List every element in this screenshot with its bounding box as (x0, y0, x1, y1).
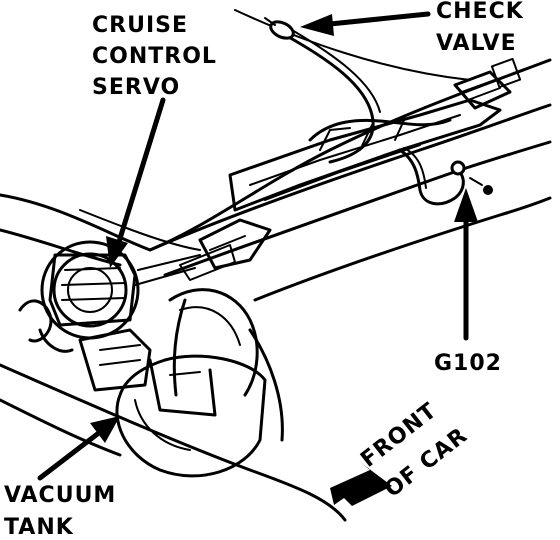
servo-label-line3: SERVO (92, 75, 180, 100)
servo-callout-arrow (106, 97, 166, 268)
g102-label: G102 (434, 351, 502, 376)
vacuum-tank-label-line2: TANK (4, 515, 74, 540)
ground-wire (398, 147, 493, 206)
servo-label-line1: CRUISE (92, 13, 188, 38)
vacuum-tank (78, 288, 284, 478)
servo-label-line2: CONTROL (92, 44, 217, 69)
check-valve-label-line2: VALVE (436, 31, 517, 56)
vacuum-hose (264, 17, 381, 164)
check-valve-callout-arrow (300, 11, 431, 36)
cruise-control-servo (18, 240, 201, 353)
vacuum-tank-label-line1: VACUUM (4, 483, 116, 508)
check-valve-label-line1: CHECK (436, 0, 524, 24)
front-of-car-arrow (330, 462, 392, 506)
g102-callout-arrow (454, 188, 478, 341)
vacuum-tank-callout-arrow (37, 416, 120, 481)
fender-outline (0, 9, 552, 522)
engine-structure (179, 57, 522, 281)
